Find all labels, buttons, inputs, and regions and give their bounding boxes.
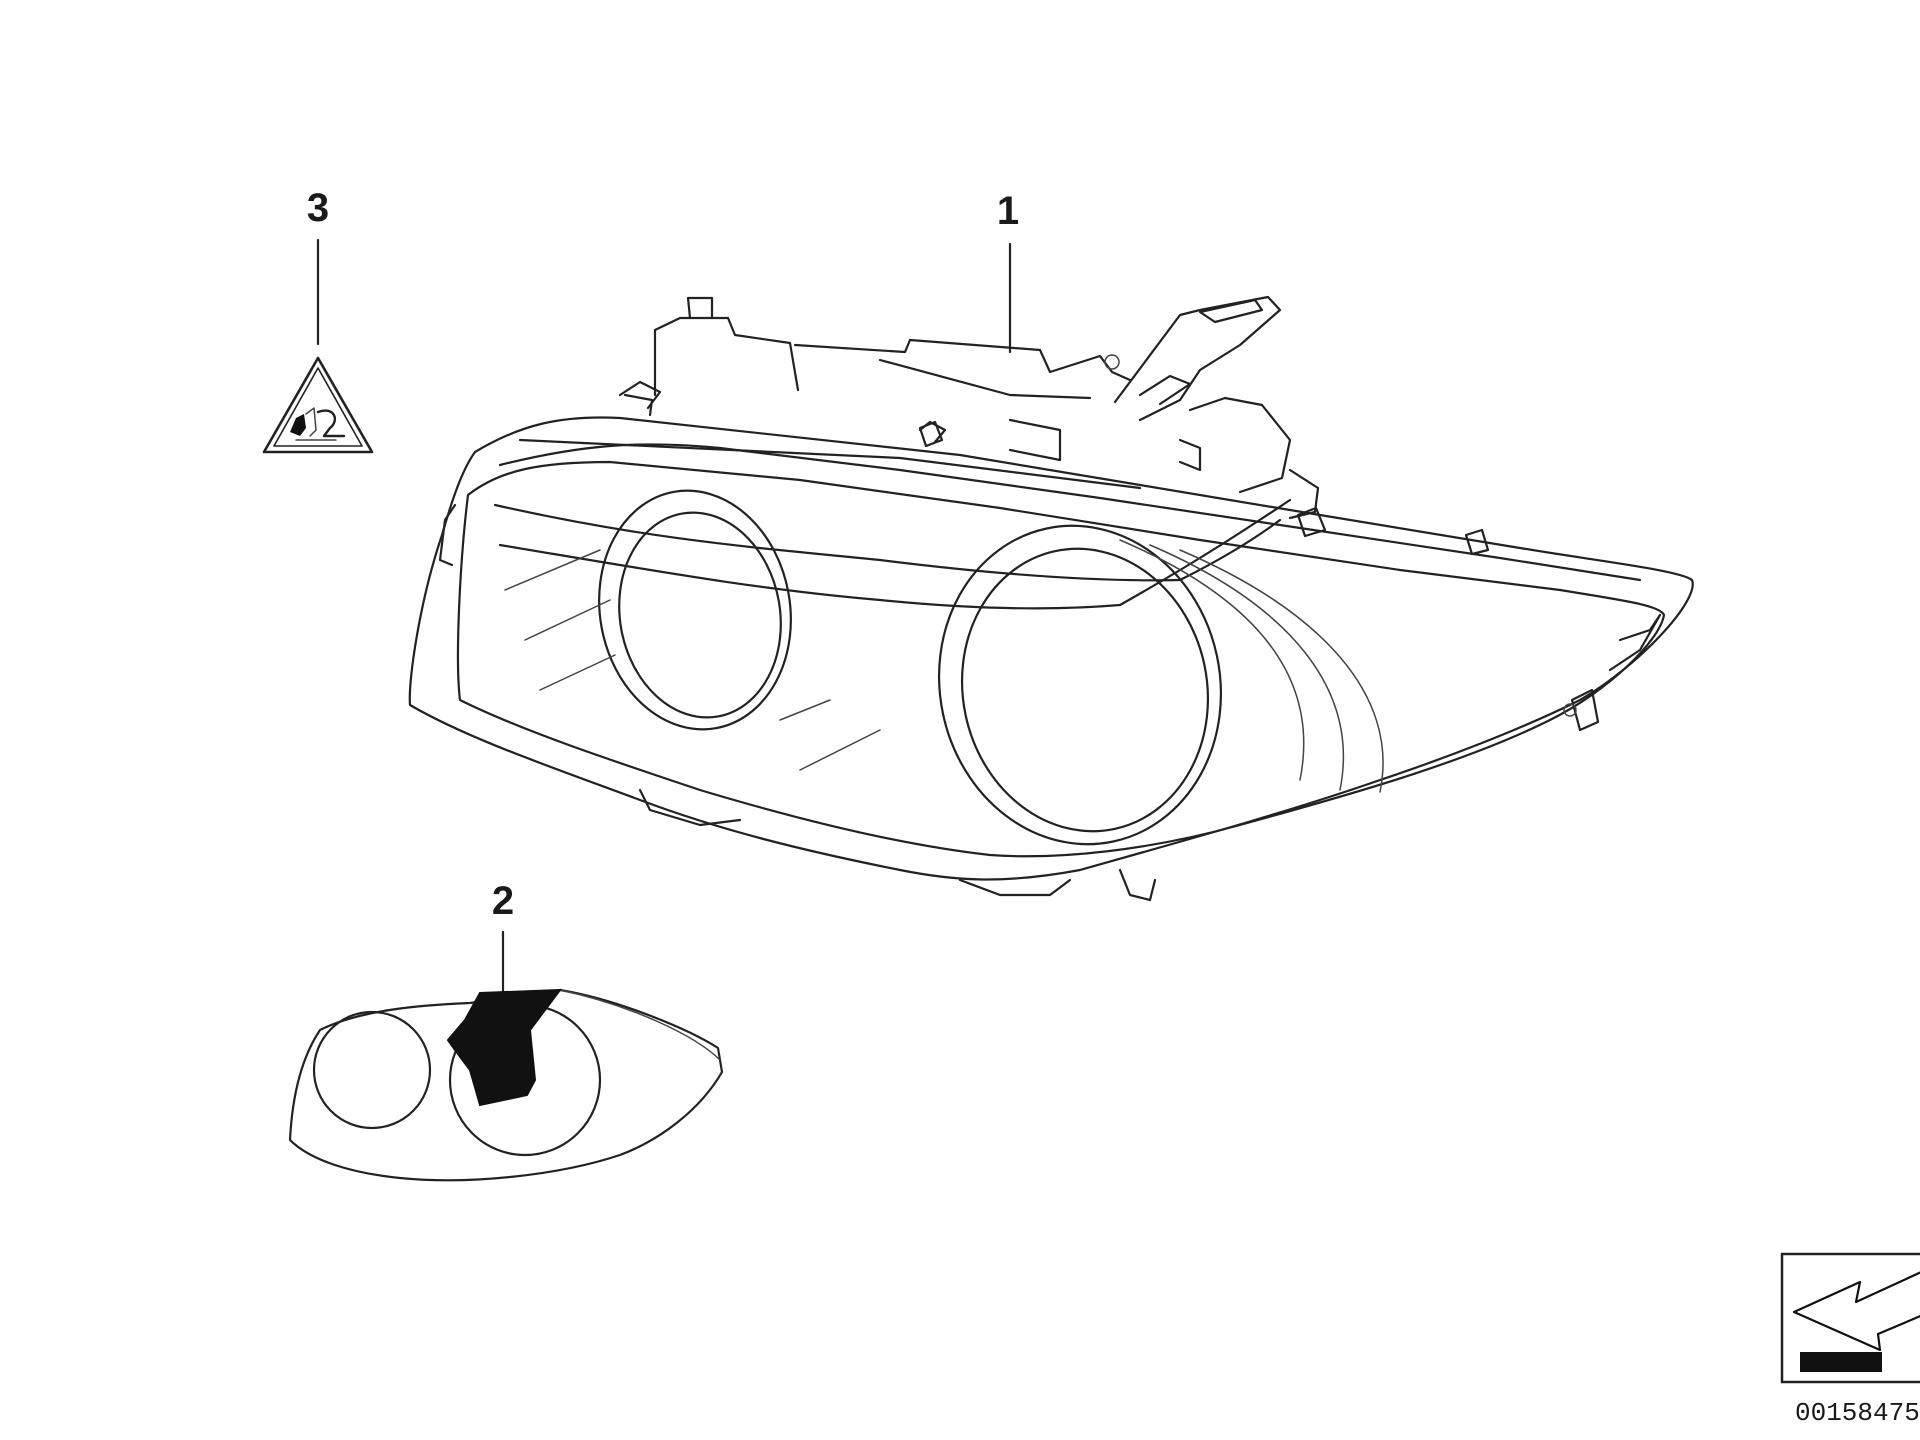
lens-cover-outline [288, 988, 724, 1182]
callout-1[interactable]: 1 [997, 189, 1019, 354]
headlight-inner-bezel [456, 460, 1666, 858]
lens-cover[interactable] [288, 988, 724, 1182]
warning-triangle-icon[interactable] [262, 356, 374, 454]
callout-1-number: 1 [997, 189, 1019, 233]
callout-3[interactable]: 3 [307, 186, 329, 346]
high-beam-projector [937, 524, 1384, 846]
headlight-outer-shell [408, 416, 1694, 881]
headlight-housing [618, 295, 1320, 520]
orientation-arrow-icon [1780, 1252, 1920, 1384]
lens-cover-highlight [446, 988, 563, 1107]
headlight-assembly[interactable] [408, 295, 1694, 902]
callout-3-number: 3 [307, 186, 329, 230]
reference-number: 00158475 [1795, 1398, 1920, 1428]
low-beam-projector [504, 489, 881, 771]
callout-2-number: 2 [492, 879, 514, 923]
